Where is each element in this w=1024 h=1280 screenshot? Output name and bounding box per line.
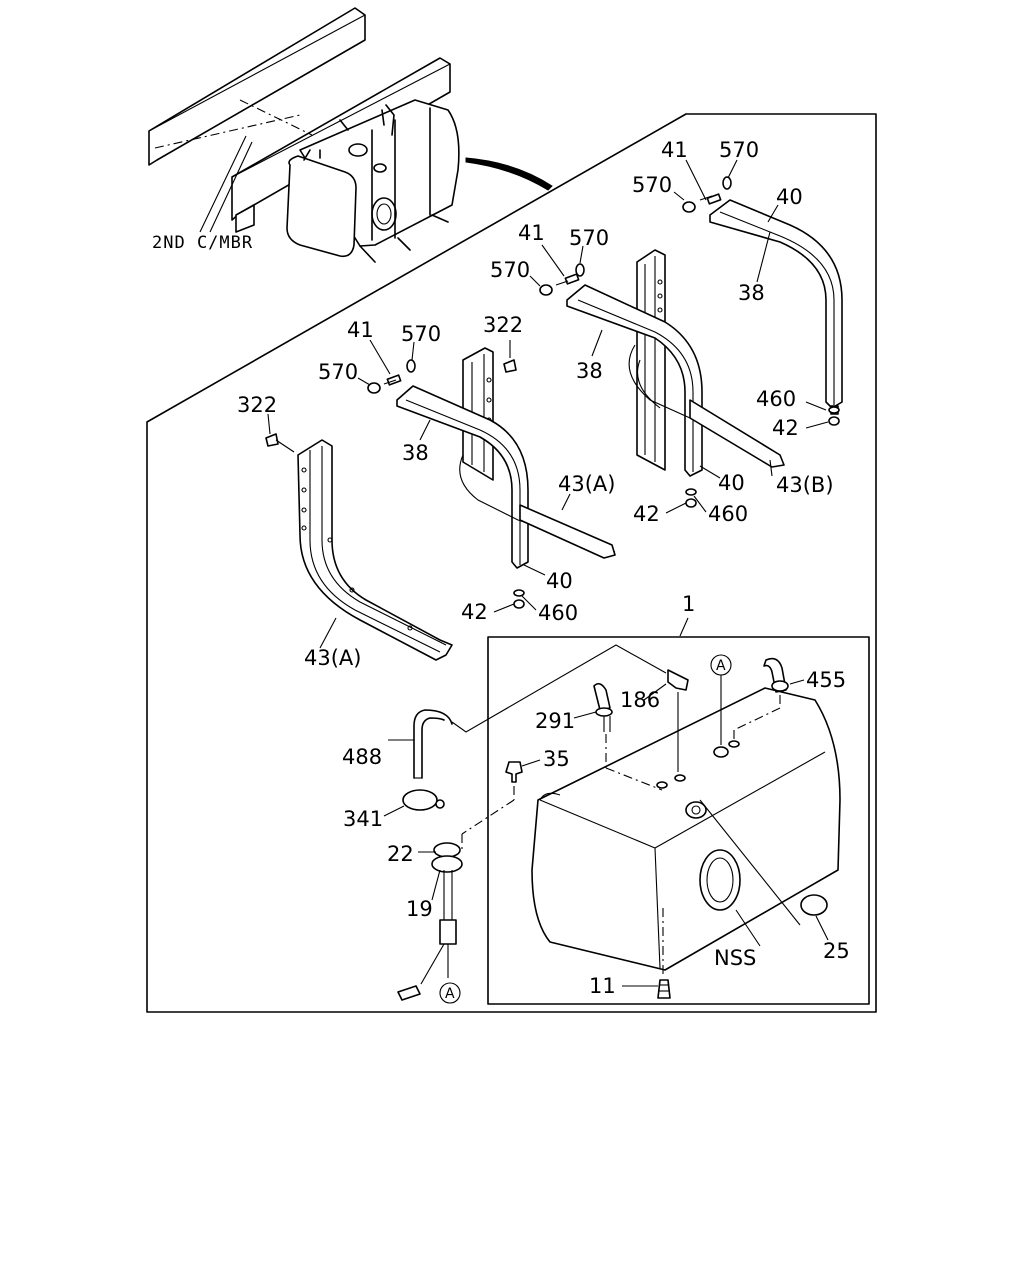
label-42-right: 42 bbox=[772, 416, 799, 440]
fuel-tank-assembly bbox=[397, 644, 841, 1004]
label-43a-middle: 43(A) bbox=[558, 472, 615, 496]
ref-a-bottom: A bbox=[445, 986, 455, 1002]
label-42-middle: 42 bbox=[633, 502, 660, 526]
label-40-middle: 40 bbox=[718, 471, 745, 495]
label-570-middle-top: 570 bbox=[569, 226, 609, 250]
label-43b: 43(B) bbox=[776, 473, 834, 497]
part-labels: 41 570 570 40 38 460 42 43(B) 40 42 460 … bbox=[237, 138, 850, 1002]
label-38-middle: 38 bbox=[576, 359, 603, 383]
main-frame bbox=[146, 113, 877, 1013]
overview-arrow bbox=[465, 157, 553, 191]
bracket-set-left bbox=[265, 347, 616, 661]
label-35: 35 bbox=[543, 747, 570, 771]
bracket-set-middle bbox=[539, 249, 785, 508]
label-570-right-top: 570 bbox=[719, 138, 759, 162]
label-11: 11 bbox=[589, 974, 616, 998]
label-570-left-top: 570 bbox=[401, 322, 441, 346]
label-40-left: 40 bbox=[546, 569, 573, 593]
label-291: 291 bbox=[535, 709, 575, 733]
bracket-set-right bbox=[682, 176, 843, 426]
label-43a-left: 43(A) bbox=[304, 646, 361, 670]
label-nss: NSS bbox=[714, 946, 756, 970]
label-341: 341 bbox=[343, 807, 383, 831]
label-322-middle: 322 bbox=[483, 313, 523, 337]
label-38-right: 38 bbox=[738, 281, 765, 305]
label-460-right: 460 bbox=[756, 387, 796, 411]
label-460-middle: 460 bbox=[708, 502, 748, 526]
label-460-left: 460 bbox=[538, 601, 578, 625]
label-570-left-left: 570 bbox=[318, 360, 358, 384]
label-42-left: 42 bbox=[461, 600, 488, 624]
label-41-left: 41 bbox=[347, 318, 374, 342]
label-1: 1 bbox=[682, 592, 695, 616]
chassis-overview bbox=[148, 7, 553, 263]
label-40-right: 40 bbox=[776, 185, 803, 209]
label-455: 455 bbox=[806, 668, 846, 692]
label-19: 19 bbox=[406, 897, 433, 921]
label-41-right: 41 bbox=[661, 138, 688, 162]
label-38-left: 38 bbox=[402, 441, 429, 465]
label-25: 25 bbox=[823, 939, 850, 963]
leader-lines bbox=[267, 159, 829, 987]
label-570-middle-left: 570 bbox=[490, 258, 530, 282]
label-570-right-left: 570 bbox=[632, 173, 672, 197]
label-second-cross-member: 2ND C/MBR bbox=[152, 233, 253, 253]
label-41-middle: 41 bbox=[518, 221, 545, 245]
label-322-left: 322 bbox=[237, 393, 277, 417]
label-22: 22 bbox=[387, 842, 414, 866]
label-488: 488 bbox=[342, 745, 382, 769]
ref-a-top: A bbox=[716, 658, 726, 674]
label-186: 186 bbox=[620, 688, 660, 712]
tank-assembly-frame bbox=[487, 636, 870, 1005]
